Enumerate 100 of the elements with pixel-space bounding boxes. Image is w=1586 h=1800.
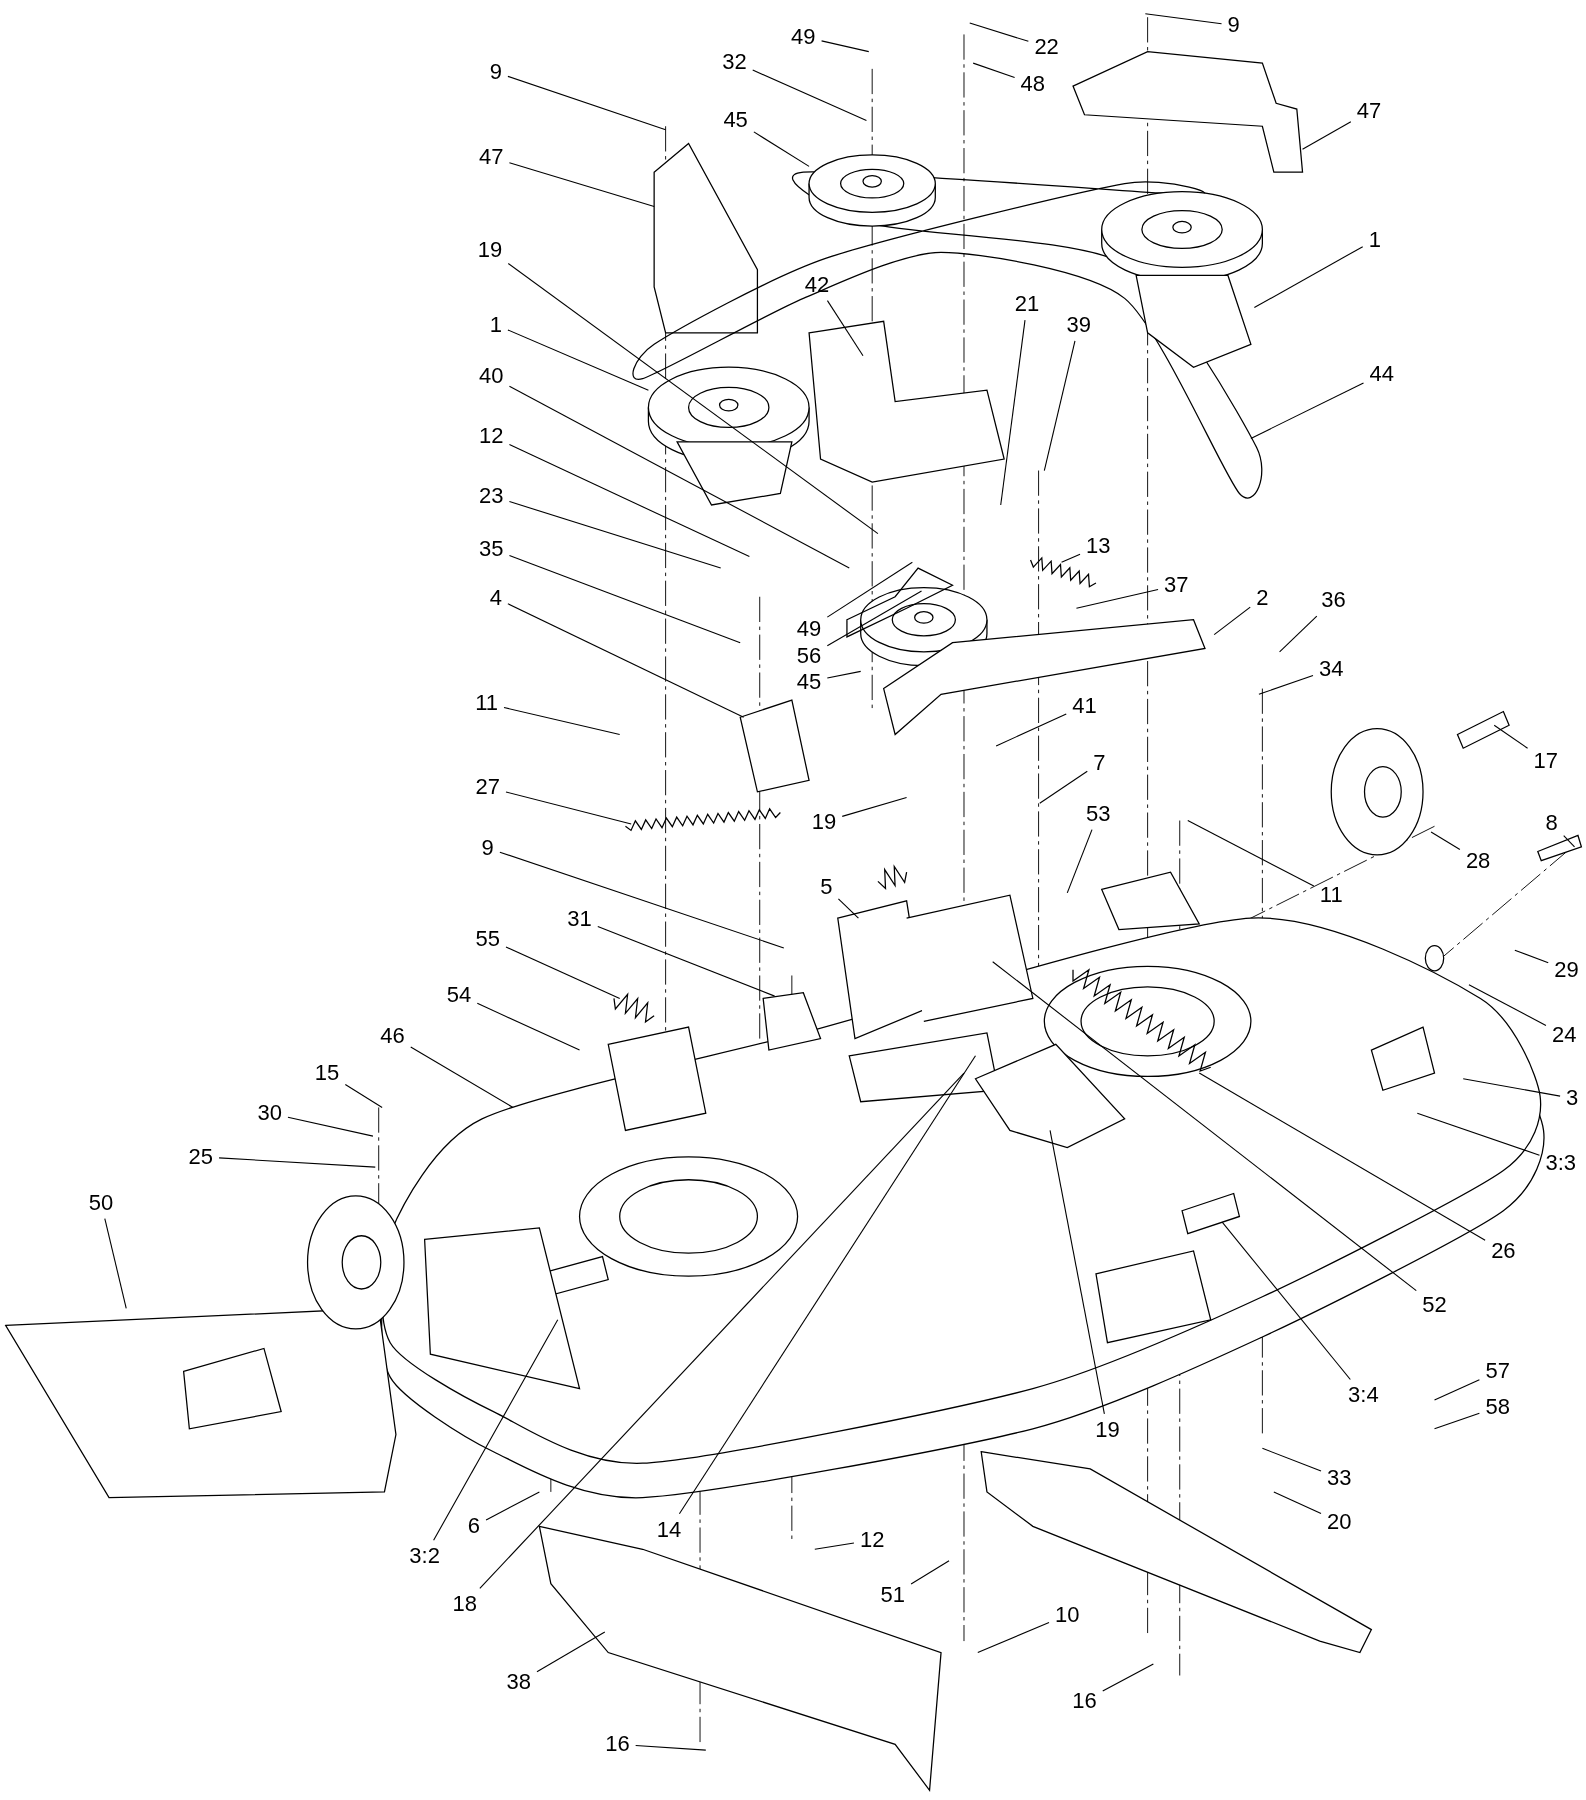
leader-line (1250, 382, 1365, 439)
leader-line (1493, 724, 1529, 749)
callout-number: 56 (794, 644, 824, 669)
leader-line (995, 713, 1067, 747)
leader-line (410, 1046, 514, 1108)
callout-number: 26 (1489, 1238, 1518, 1263)
callout-number: 47 (1354, 99, 1384, 124)
leader-line (1433, 1412, 1480, 1430)
leader-line (507, 262, 879, 535)
leader-line (1302, 121, 1352, 150)
callout-number: 3:2 (407, 1544, 442, 1569)
leader-line (837, 898, 859, 919)
leader-line (1279, 615, 1318, 653)
callout-number: 51 (878, 1583, 908, 1608)
callout-number: 12 (476, 424, 506, 449)
callout-number: 42 (802, 272, 832, 297)
leader-line (1043, 340, 1076, 472)
callout-number: 58 (1483, 1394, 1512, 1419)
leader-line (752, 69, 867, 122)
leader-line (508, 385, 850, 569)
callout-number: 25 (186, 1144, 216, 1169)
callout-number: 49 (794, 616, 824, 641)
leader-line (1213, 606, 1251, 636)
callout-number: 44 (1367, 362, 1396, 387)
callout-number: 3 (1564, 1086, 1581, 1111)
leader-line (1563, 835, 1576, 848)
callout-number: 1 (487, 312, 504, 337)
callout-number: 45 (721, 108, 750, 133)
callout-number: 17 (1531, 748, 1561, 773)
callout-number: 14 (654, 1517, 684, 1542)
leader-line (479, 1072, 965, 1589)
callout-number: 47 (476, 145, 506, 170)
callout-number: 3:4 (1346, 1383, 1381, 1408)
callout-number: 28 (1463, 848, 1493, 873)
leader-line (1066, 829, 1093, 894)
leader-line (1514, 949, 1549, 964)
leader-line (1187, 820, 1315, 887)
callout-number: 18 (450, 1592, 479, 1617)
callout-number: 9 (487, 60, 504, 85)
leader-line (1430, 831, 1461, 851)
callout-number: 55 (473, 926, 502, 951)
callout-number: 3:3 (1543, 1150, 1579, 1175)
callout-number: 50 (86, 1190, 116, 1215)
callout-number: 19 (1093, 1417, 1122, 1442)
leader-line (910, 1560, 950, 1585)
callout-number: 19 (475, 238, 505, 263)
callout-number: 10 (1053, 1602, 1082, 1627)
leader-line (507, 603, 745, 718)
callout-number: 32 (720, 49, 749, 74)
leader-line (1273, 1491, 1322, 1514)
callout-number: 8 (1543, 810, 1560, 835)
leader-line (507, 329, 649, 391)
leader-line (1049, 1129, 1105, 1415)
callout-number: 24 (1549, 1023, 1579, 1048)
callout-number: 30 (255, 1101, 284, 1126)
leader-line (508, 444, 750, 558)
callout-number: 53 (1084, 801, 1113, 826)
callout-number: 11 (1317, 883, 1345, 908)
leader-line (678, 1055, 976, 1515)
leader-line (753, 131, 810, 167)
callout-number: 41 (1070, 693, 1099, 718)
leader-line (218, 1157, 376, 1168)
callout-number: 11 (473, 691, 500, 716)
leader-line (972, 62, 1016, 78)
leader-line (1468, 984, 1547, 1027)
callout-number: 12 (857, 1528, 887, 1553)
callout-number: 2 (1254, 585, 1271, 610)
leader-line (1061, 553, 1081, 563)
callout-number: 54 (444, 982, 474, 1007)
leader-line (826, 300, 864, 357)
leader-line (505, 946, 621, 999)
callout-number: 39 (1064, 312, 1093, 337)
leader-line (499, 851, 785, 949)
callout-number: 36 (1319, 588, 1348, 613)
leader-line (826, 561, 913, 618)
callout-number: 57 (1483, 1359, 1512, 1384)
leader-line (344, 1083, 383, 1108)
callout-number: 34 (1317, 657, 1346, 682)
leader-line (821, 40, 870, 53)
callout-number: 33 (1325, 1466, 1354, 1491)
leader-line (826, 590, 923, 647)
callout-number: 40 (476, 364, 506, 389)
callout-number: 35 (476, 536, 506, 561)
leader-line (1253, 246, 1364, 309)
leader-line (826, 670, 862, 679)
callout-number: 9 (1225, 13, 1242, 38)
leader-line (287, 1116, 374, 1137)
callout-number: 27 (473, 775, 502, 800)
leader-line (635, 1745, 707, 1751)
callout-number: 29 (1552, 957, 1581, 982)
callout-number: 45 (794, 669, 824, 694)
leader-line (1258, 674, 1314, 695)
callout-number: 20 (1325, 1509, 1354, 1534)
callout-number: 48 (1018, 71, 1048, 96)
leader-line (104, 1218, 127, 1309)
leader-line (841, 797, 908, 817)
leader-line (507, 75, 667, 131)
leader-line (508, 554, 741, 644)
callout-number: 19 (809, 809, 839, 834)
leader-line (1075, 588, 1159, 609)
